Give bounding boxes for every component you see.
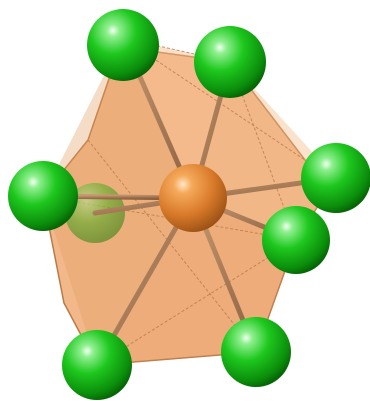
ligand-atom-top-right [194,26,266,98]
ligand-atom-right-upper [301,143,370,213]
ligand-atom-top-left [87,9,159,81]
central-atom [159,164,227,232]
ligand-atom-bottom-right [221,317,291,387]
ligand-atom-bottom-left [62,330,132,400]
ligand-atom-left [8,161,78,231]
ligand-atoms [8,9,370,400]
ligand-atom-right-lower [262,206,330,274]
